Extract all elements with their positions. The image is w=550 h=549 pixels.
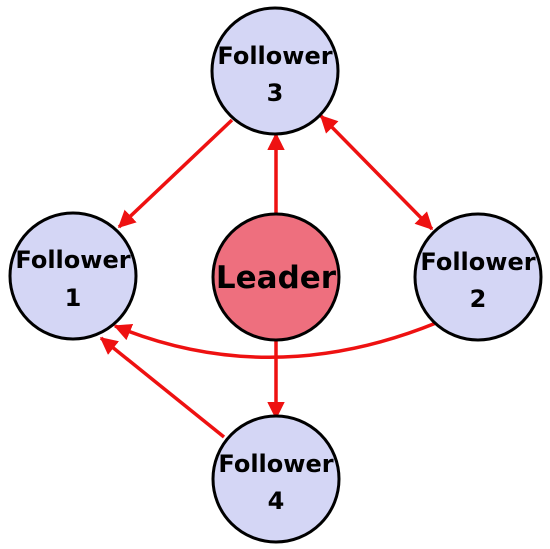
follower-3-label-line1: Follower [217, 42, 332, 70]
node-follower-3: Follower 3 [210, 6, 340, 136]
node-leader: Leader [211, 212, 341, 342]
follower-2-label-line1: Follower [420, 248, 535, 276]
follower-1-label-line2: 1 [65, 284, 82, 312]
edge-follower3-follower2-bidirectional [319, 114, 434, 231]
leader-circle [211, 212, 341, 342]
follower-2-circle [413, 212, 543, 342]
node-follower-2: Follower 2 [413, 212, 543, 342]
follower-1-label-line1: Follower [15, 246, 130, 274]
follower-3-label-line2: 3 [267, 79, 284, 107]
follower-4-label-line2: 4 [268, 487, 285, 515]
edge-follower2-to-follower1 [113, 321, 437, 359]
node-follower-4: Follower 4 [211, 414, 341, 544]
node-follower-1: Follower 1 [8, 211, 138, 341]
follower-2-label-line2: 2 [470, 285, 487, 313]
leader-label: Leader [216, 260, 337, 296]
edge-follower4-to-follower1 [99, 336, 226, 439]
follower-4-label-line1: Follower [218, 450, 333, 478]
follower-1-circle [8, 211, 138, 341]
edge-follower3-to-follower1 [117, 118, 234, 229]
follower-4-circle [211, 414, 341, 544]
follower-3-circle [210, 6, 340, 136]
edges [99, 114, 437, 439]
